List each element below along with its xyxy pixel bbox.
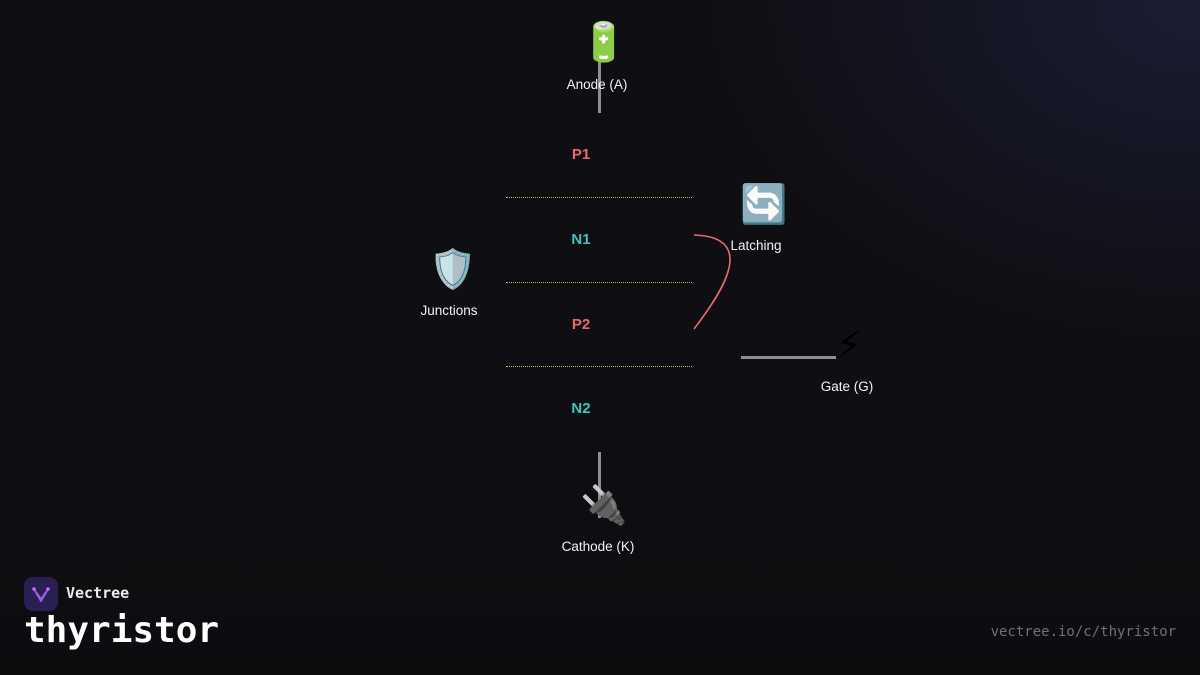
layer-p1-label: P1 [571, 146, 591, 163]
junction-j3 [506, 366, 692, 367]
plug-icon: 🔌 [580, 483, 628, 527]
gate-wire [741, 356, 836, 359]
cathode-label: Cathode (K) [561, 539, 635, 554]
junction-j2 [506, 282, 692, 283]
anode-wire [598, 58, 601, 113]
latching-label: Latching [730, 238, 782, 253]
page-url-link[interactable]: vectree.io/c/thyristor [990, 624, 1176, 640]
junctions-label: Junctions [420, 303, 478, 318]
shield-icon: 🛡️ [429, 247, 477, 291]
cathode-wire [598, 452, 601, 518]
layer-n1-label: N1 [571, 231, 591, 248]
layer-n2-label: N2 [571, 400, 591, 417]
refresh-arrows-icon: 🔄 [740, 182, 788, 226]
anode-label: Anode (A) [566, 77, 628, 92]
lightning-icon: ⚡ [835, 323, 863, 367]
latching-feedback-curve [693, 234, 731, 330]
vectree-logo [24, 577, 58, 611]
page-title: thyristor [24, 610, 220, 651]
battery-icon: 🔋 [580, 20, 628, 64]
gate-label: Gate (G) [820, 379, 874, 394]
junction-j1 [506, 197, 692, 198]
brand-name: Vectree [66, 584, 130, 602]
vectree-logo-mark-icon [32, 587, 50, 602]
layer-p2-label: P2 [571, 316, 591, 333]
